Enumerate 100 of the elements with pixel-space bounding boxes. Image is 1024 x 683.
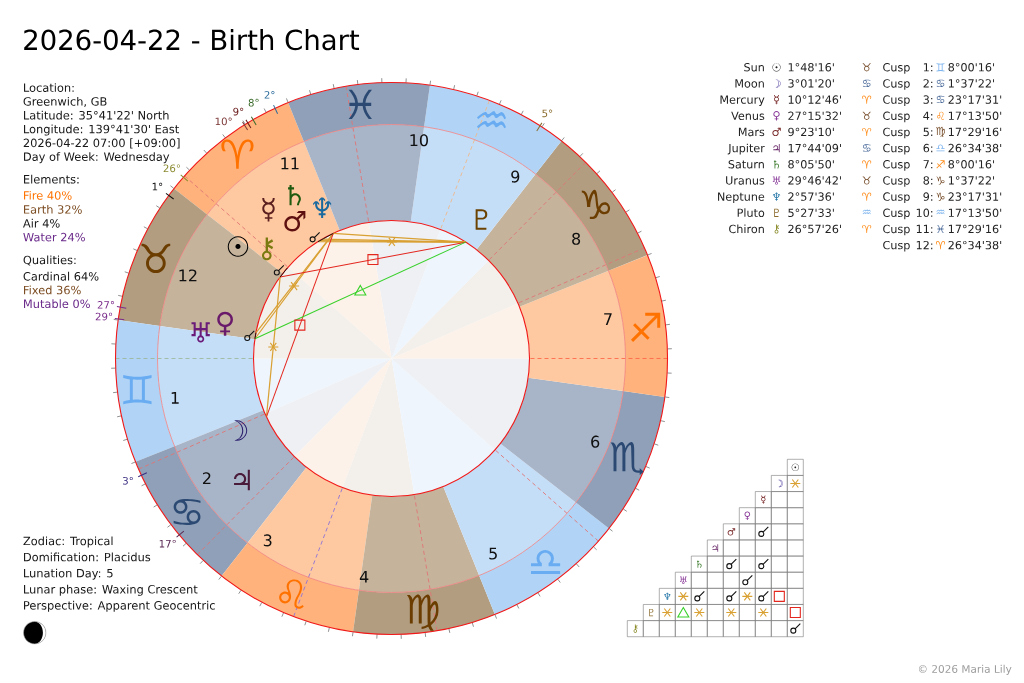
sign-glyph: ♈ bbox=[936, 241, 945, 250]
zodiac-sign-glyph: ♎ bbox=[530, 549, 561, 574]
sign-glyph: ♉ bbox=[862, 111, 871, 120]
cusp-label: Cusp bbox=[883, 208, 910, 220]
cusp-number: 5: bbox=[923, 127, 933, 137]
cusp-number: 1: bbox=[923, 63, 933, 72]
info-text: Air 4% bbox=[23, 218, 60, 228]
degree-label: 1° bbox=[152, 182, 163, 191]
info-text: Day of Week: Wednesday bbox=[24, 152, 170, 164]
sign-glyph: ♒ bbox=[862, 209, 871, 215]
position-degree: 1°37'22' bbox=[948, 176, 994, 185]
position-degree: 1°37'22' bbox=[948, 79, 994, 88]
position-degree: 26°34'38' bbox=[948, 143, 1002, 153]
position-degree: 5°27'33' bbox=[788, 208, 834, 217]
cusp-number: 11: bbox=[916, 224, 933, 233]
house-number: 12 bbox=[179, 269, 197, 282]
cusp-label: Cusp bbox=[883, 127, 910, 139]
cusp-number: 3: bbox=[923, 95, 933, 104]
cusp-label: Cusp bbox=[883, 79, 910, 90]
sign-glyph: ♈ bbox=[862, 127, 872, 137]
position-degree: 8°05'50' bbox=[788, 160, 834, 169]
sign-glyph: ♍ bbox=[936, 126, 945, 138]
planet-glyph: ♄ bbox=[773, 160, 780, 169]
house-number: 11 bbox=[281, 157, 299, 170]
sign-glyph: ♐ bbox=[936, 160, 945, 169]
sign-glyph: ♈ bbox=[862, 192, 872, 201]
planet-name: Pluto bbox=[737, 208, 765, 217]
planet-glyph: ♆ bbox=[313, 197, 332, 218]
info-text: Greenwich, GB bbox=[23, 96, 107, 107]
planet-cell: ♂ bbox=[723, 523, 740, 541]
sign-glyph: ♋ bbox=[936, 95, 945, 104]
planet-glyph: ☉ bbox=[227, 236, 249, 257]
degree-label: 8° bbox=[248, 98, 259, 107]
house-number: 4 bbox=[359, 570, 369, 583]
planet-cell: ☿ bbox=[755, 491, 772, 508]
sign-glyph: ♈ bbox=[862, 160, 872, 169]
planet-name: Mars bbox=[738, 127, 765, 137]
house-number: 8 bbox=[572, 232, 581, 245]
position-degree: 9°23'10' bbox=[788, 127, 834, 137]
zodiac-sign-glyph: ♍ bbox=[406, 594, 439, 631]
cusp-number: 2: bbox=[923, 79, 933, 88]
degree-label: 3° bbox=[123, 476, 133, 485]
position-degree: 17°44'09' bbox=[788, 143, 841, 153]
cusp-label: Cusp bbox=[883, 143, 910, 155]
sign-glyph: ♉ bbox=[862, 176, 871, 185]
sign-glyph: ♈ bbox=[862, 95, 872, 104]
planet-cell: ♇ bbox=[643, 604, 660, 621]
house-number: 10 bbox=[410, 134, 428, 147]
house-number: 3 bbox=[263, 534, 272, 547]
planet-glyph: ♂ bbox=[284, 210, 306, 232]
cusp-label: Cusp bbox=[883, 95, 910, 106]
zodiac-sign-glyph: ♊ bbox=[123, 375, 152, 405]
planet-cell: ♃ bbox=[707, 539, 724, 557]
info-text: Elements: bbox=[24, 174, 79, 184]
planet-cell: ♅ bbox=[675, 571, 692, 589]
position-degree: 3°01'20' bbox=[788, 79, 834, 88]
info-text: Lunation Day: 5 bbox=[24, 568, 113, 580]
copyright-notice: © 2026 Maria Lily bbox=[918, 664, 1012, 675]
cusp-number: 9: bbox=[923, 192, 933, 201]
position-degree: 26°57'26' bbox=[788, 224, 841, 234]
cusp-number: 8: bbox=[923, 176, 933, 185]
planet-cell: ⚷ bbox=[627, 620, 644, 638]
position-degree: 29°46'42' bbox=[788, 176, 841, 185]
sign-glyph: ♌ bbox=[937, 111, 944, 120]
cusp-label: Cusp bbox=[883, 63, 910, 74]
chart-title: 2026-04-22 - Birth Chart bbox=[24, 29, 360, 51]
planet-cell: ☽ bbox=[771, 475, 788, 492]
degree-label: 26° bbox=[163, 164, 180, 173]
planet-name: Uranus bbox=[726, 176, 765, 185]
sign-glyph: ♋ bbox=[862, 79, 871, 87]
cusp-label: Cusp bbox=[883, 240, 910, 252]
house-number: 6 bbox=[591, 435, 600, 448]
position-degree: 8°00'16' bbox=[948, 160, 994, 169]
planet-cell: ☉ bbox=[787, 459, 804, 476]
info-text: Location: bbox=[24, 83, 74, 92]
planet-glyph: ♇ bbox=[774, 208, 779, 217]
planet-glyph: ♃ bbox=[234, 469, 250, 491]
house-number: 2 bbox=[203, 472, 211, 485]
planet-name: Moon bbox=[735, 79, 764, 88]
planet-glyph: ☽ bbox=[775, 79, 781, 88]
degree-label: 5° bbox=[542, 109, 553, 118]
planet-name: Venus bbox=[731, 111, 765, 120]
planet-name: Saturn bbox=[728, 160, 764, 169]
position-degree: 23°17'31' bbox=[948, 192, 1002, 201]
degree-label: 10° bbox=[215, 117, 232, 126]
planet-glyph: ♃ bbox=[773, 144, 780, 153]
planet-glyph: ⚷ bbox=[774, 224, 780, 234]
info-text: Cardinal 64% bbox=[23, 271, 99, 281]
sign-glyph: ♒ bbox=[936, 209, 945, 215]
planet-name: Jupiter bbox=[727, 143, 765, 155]
planet-glyph: ♇ bbox=[475, 209, 488, 230]
cusp-label: Cusp bbox=[883, 160, 910, 171]
position-degree: 26°34'38' bbox=[948, 240, 1002, 250]
planet-glyph: ☉ bbox=[772, 63, 781, 72]
cusp-number: 6: bbox=[923, 143, 933, 153]
info-text: Latitude: 35°41'22' North bbox=[24, 110, 169, 120]
house-number: 1 bbox=[171, 392, 179, 404]
planet-name: Sun bbox=[744, 63, 764, 72]
position-degree: 17°29'16' bbox=[948, 224, 1002, 234]
position-degree: 17°29'16' bbox=[948, 127, 1002, 137]
